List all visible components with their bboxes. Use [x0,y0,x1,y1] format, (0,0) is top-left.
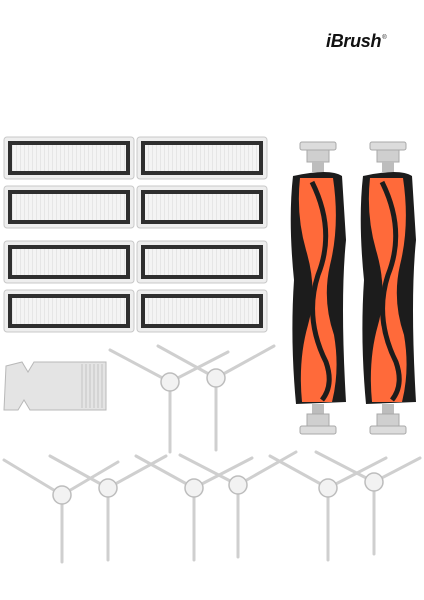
trademark-symbol: ® [382,35,387,41]
side-brush [108,348,230,454]
side-brush [156,344,276,452]
brand-logo-text: iBrush [326,31,382,51]
side-brush [268,454,388,562]
side-brush [134,454,254,562]
main-brush [290,141,346,435]
hepa-filter [136,240,268,284]
hepa-filter [3,289,135,333]
hepa-filter [136,185,268,229]
hepa-filter [136,289,268,333]
brand-logo: iBrush® [326,31,387,52]
cleaning-tool [3,361,107,411]
hepa-filter [3,136,135,180]
side-brush [48,454,168,562]
side-brush [314,450,422,556]
hepa-filter [3,185,135,229]
side-brush [2,458,120,564]
hepa-filter [3,240,135,284]
side-brushes [2,344,422,564]
main-brushes [290,141,416,435]
hepa-filter [136,136,268,180]
main-brush [360,141,416,435]
side-brush [178,450,298,559]
hepa-filters [3,136,268,333]
